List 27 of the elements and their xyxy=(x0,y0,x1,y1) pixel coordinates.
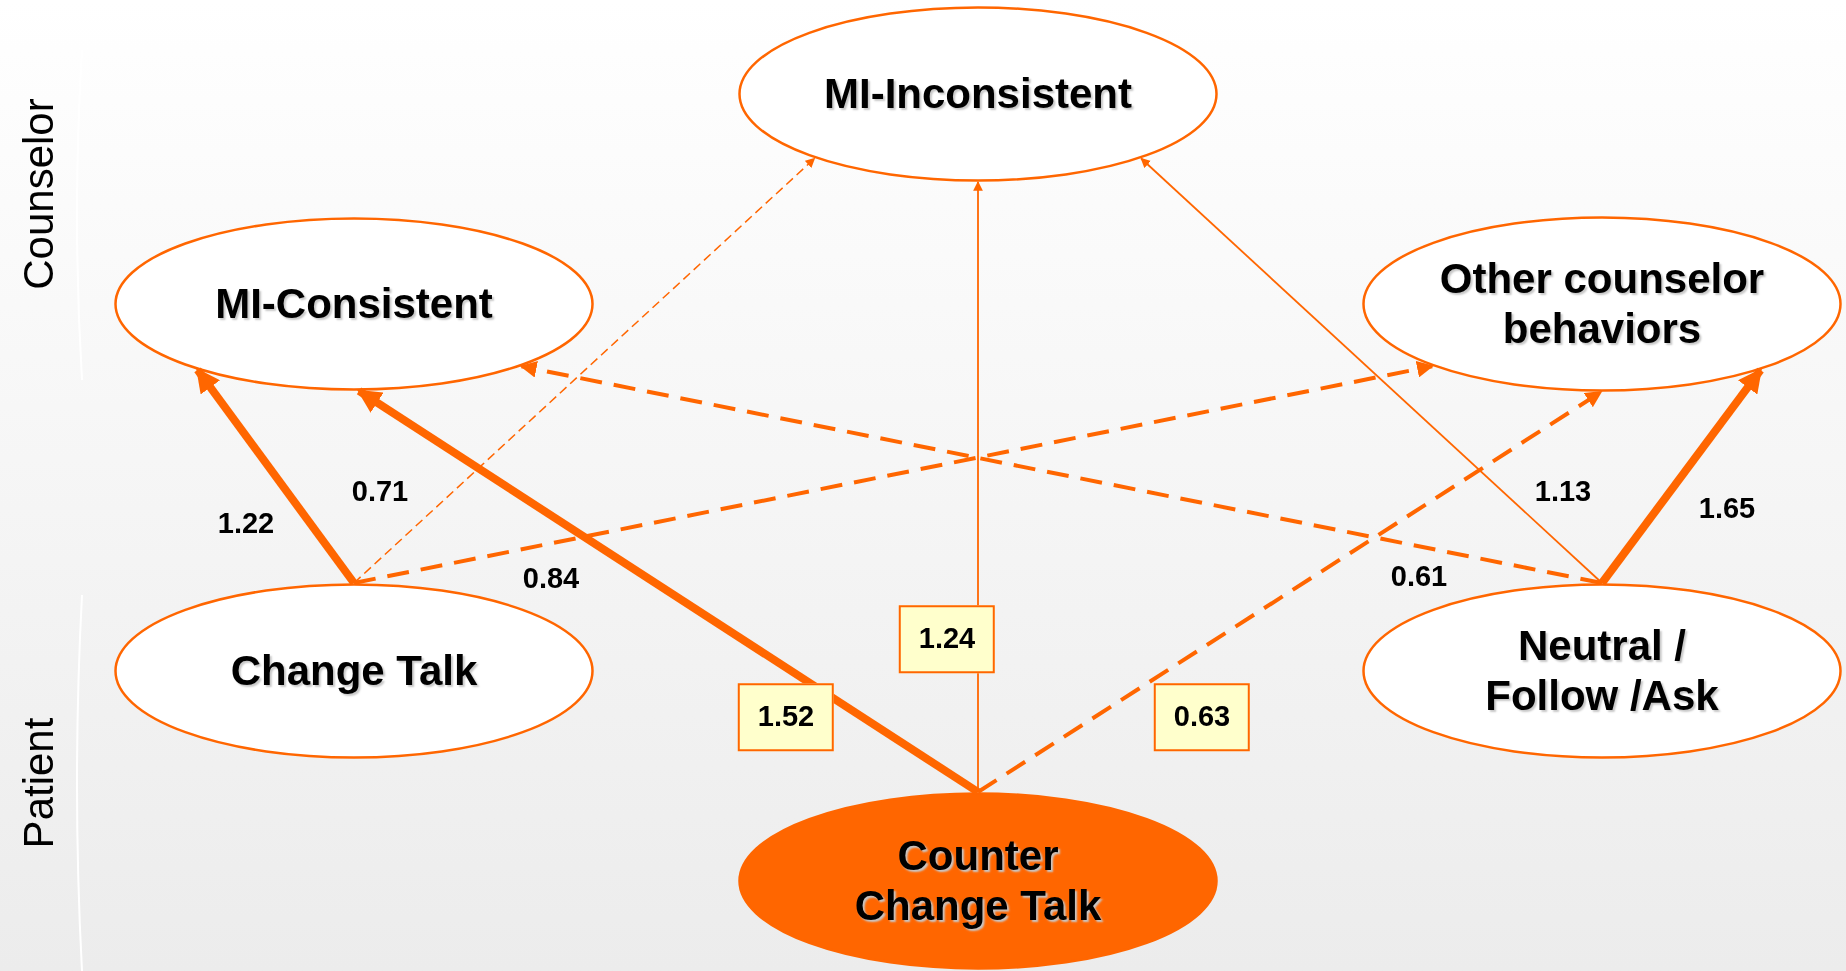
ellipse-node xyxy=(114,217,594,391)
node-label: Change Talk xyxy=(230,645,478,696)
edge-label: 1.52 xyxy=(737,683,835,751)
filled-ellipse xyxy=(738,792,1218,970)
edge-label: 0.71 xyxy=(351,474,409,510)
arrow xyxy=(976,390,1603,794)
arrow xyxy=(353,360,1434,585)
edge-label: 0.61 xyxy=(1390,559,1448,595)
edge-label: 0.63 xyxy=(1153,683,1251,751)
arrow xyxy=(356,387,981,796)
node-label: MI-Consistent xyxy=(215,278,493,329)
arrow xyxy=(194,367,358,586)
edge-label: 1.13 xyxy=(1534,474,1592,510)
arrow xyxy=(519,361,1603,585)
node-label: MI-Inconsistent xyxy=(824,68,1132,119)
edge-label: 0.84 xyxy=(522,561,580,597)
side-label: Patient xyxy=(13,717,63,849)
node-label: Neutral / Follow /Ask xyxy=(1484,620,1720,721)
node-label: Other counselor behaviors xyxy=(1438,253,1766,354)
edge-label: 1.24 xyxy=(898,605,996,673)
edge-label: 1.22 xyxy=(217,506,275,542)
node-label: Counter Change Talk xyxy=(853,830,1103,931)
side-label: Counselor xyxy=(13,98,63,290)
ellipse-node xyxy=(738,6,1218,182)
ellipse-node xyxy=(1362,216,1842,392)
edge-label: 1.65 xyxy=(1698,491,1756,527)
arrow xyxy=(1598,367,1764,586)
